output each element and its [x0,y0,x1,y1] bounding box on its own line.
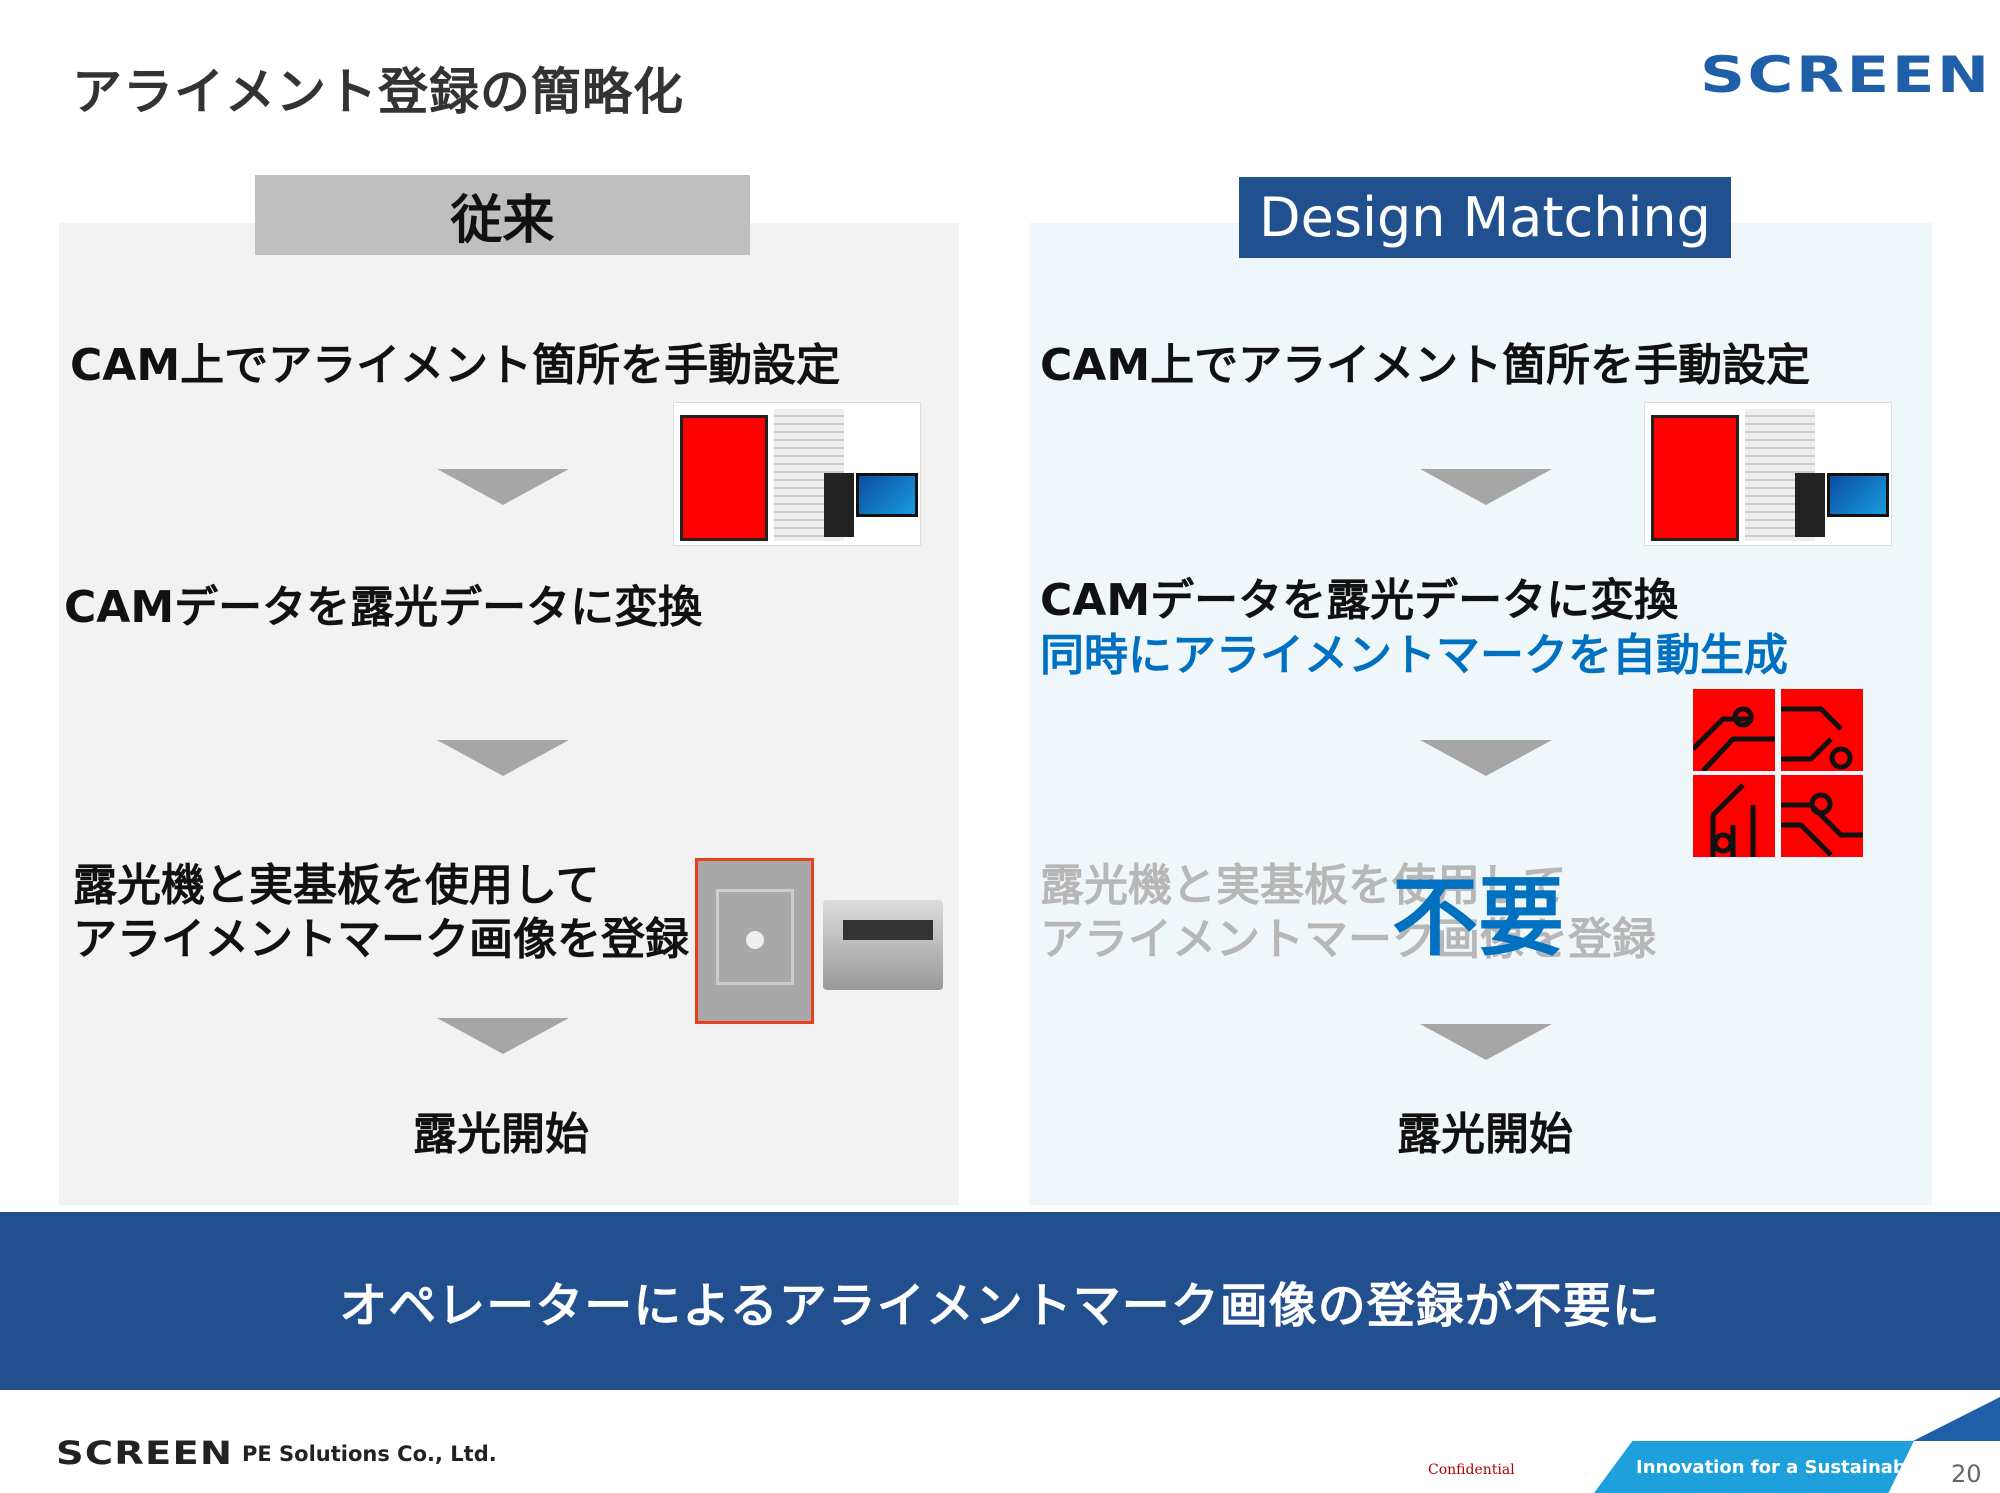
left-heading: 従来 [255,175,750,255]
cam-screenshot-image [1644,402,1892,546]
down-arrow-icon [437,1018,569,1054]
down-arrow-icon [1420,740,1552,776]
down-arrow-icon [1420,469,1552,505]
down-arrow-icon [437,740,569,776]
right-step3-line1: 露光機と実基板を使用して [1040,860,1567,911]
left-step2: CAMデータを露光データに変換 [64,582,703,633]
exposure-machine-image [823,880,963,1001]
right-heading: Design Matching [1239,177,1731,258]
right-step2: CAMデータを露光データに変換 [1040,575,1679,626]
left-step3-line2: アライメントマーク画像を登録 [73,914,689,965]
left-step1: CAM上でアライメント箇所を手動設定 [70,340,841,391]
alignment-mark-image [695,858,814,1024]
left-step4: 露光開始 [413,1109,589,1160]
right-step1: CAM上でアライメント箇所を手動設定 [1040,340,1811,391]
page-number: 20 [1951,1460,1982,1488]
slogan-badge [1594,1441,1914,1493]
right-step2-highlight: 同時にアライメントマークを自動生成 [1040,630,1788,681]
summary-banner: オペレーターによるアライメントマーク画像の登録が不要に [0,1212,2000,1390]
page-title: アライメント登録の簡略化 [72,63,684,121]
slogan-text: Innovation for a Sustainable World [1636,1457,1990,1478]
confidential-label: Confidential [1428,1462,1515,1478]
down-arrow-icon [437,469,569,505]
footer-logo: SCREEN [56,1434,234,1472]
pcb-alignment-marks-image [1693,689,1863,857]
right-step3-line2: アライメントマーク画像を登録 [1040,914,1656,965]
down-arrow-icon [1420,1024,1552,1060]
screen-logo: SCREEN [1700,46,1992,104]
cam-screenshot-image [673,402,921,546]
left-step3-line1: 露光機と実基板を使用して [73,860,600,911]
corner-accent [1913,1397,2000,1441]
footer-company: PE Solutions Co., Ltd. [242,1442,497,1466]
not-needed-label: 不要 [1392,868,1564,968]
right-step4: 露光開始 [1397,1109,1573,1160]
